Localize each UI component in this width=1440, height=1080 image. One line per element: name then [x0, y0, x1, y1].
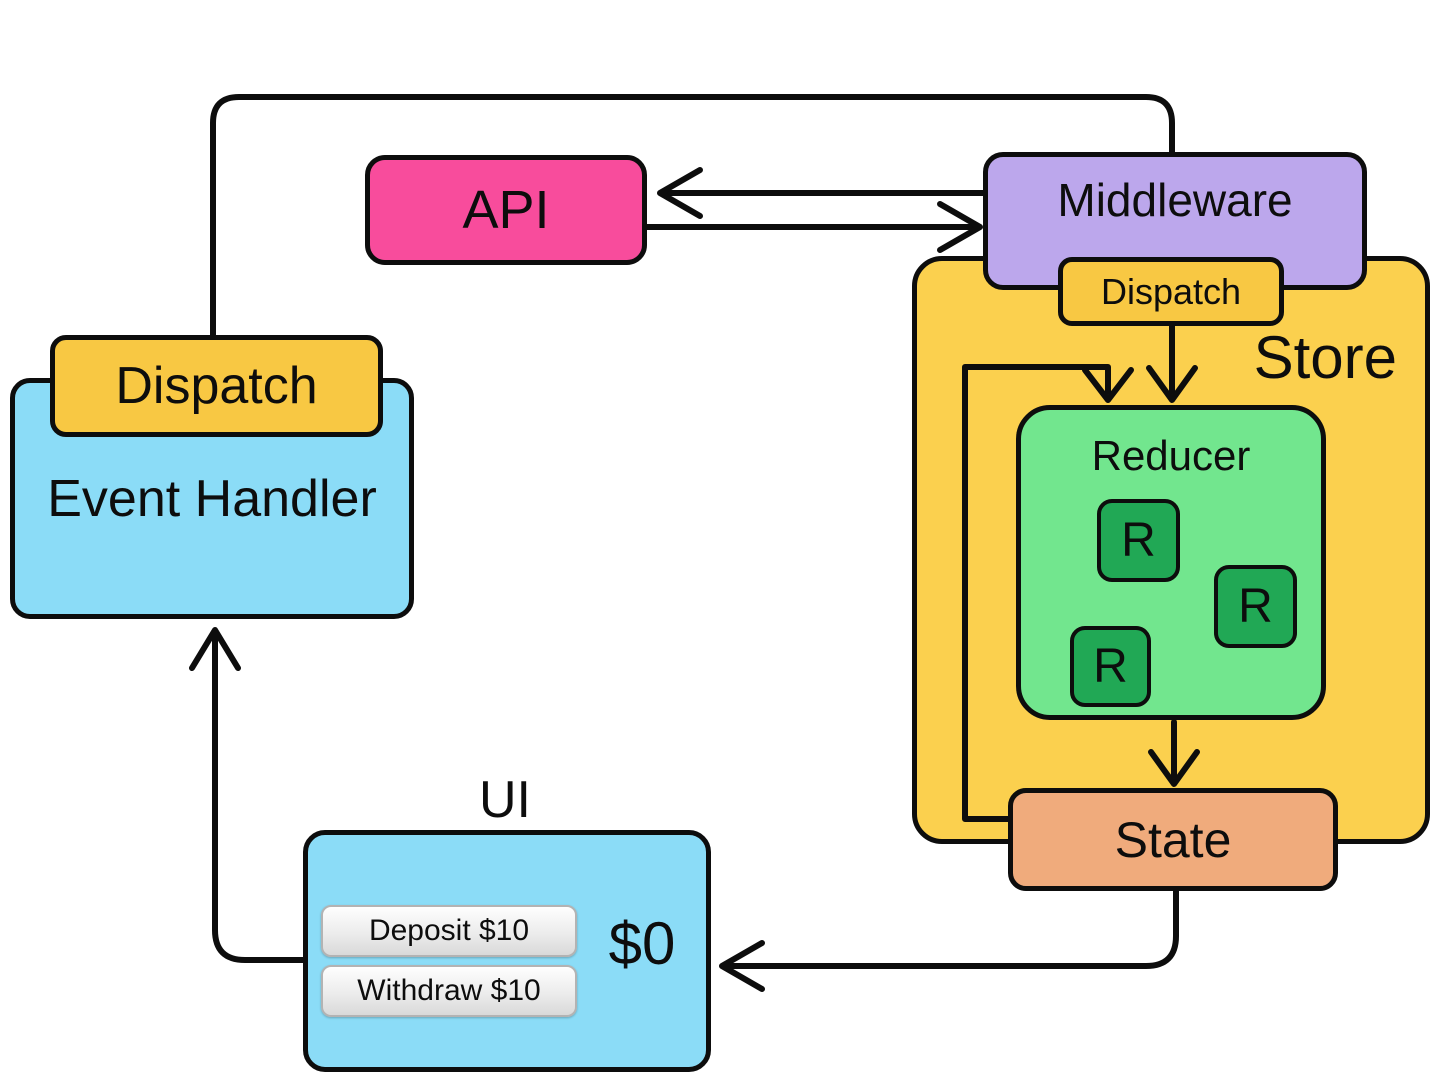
ui-node: Deposit $10 Withdraw $10 $0: [303, 830, 711, 1072]
event-handler-label: Event Handler: [47, 469, 377, 528]
arrowhead-into-ui: [719, 940, 765, 992]
arrowhead-into-state: [1148, 749, 1200, 787]
middleware-label: Middleware: [1057, 174, 1293, 226]
wire-dispatch-to-middleware: [210, 94, 1175, 345]
reducer-label: Reducer: [1091, 432, 1251, 479]
reducer-r-box-2: R: [1214, 565, 1297, 648]
deposit-button[interactable]: Deposit $10: [321, 905, 577, 957]
state-label: State: [1114, 811, 1232, 868]
dispatch-node-store: Dispatch: [1058, 257, 1284, 326]
reducer-r-label-3: R: [1093, 640, 1128, 693]
arrowhead-into-middleware: [937, 201, 983, 253]
arrowhead-into-api: [657, 167, 703, 219]
withdraw-button-label: Withdraw $10: [357, 974, 541, 1007]
state-node: State: [1008, 788, 1338, 891]
dispatch-node-event-handler: Dispatch: [50, 335, 383, 437]
arrowhead-loop-into-reducer: [1082, 367, 1134, 403]
reducer-r-label-1: R: [1121, 514, 1156, 567]
withdraw-button[interactable]: Withdraw $10: [321, 965, 577, 1017]
wire-ui-to-event-handler: [212, 633, 308, 963]
reducer-r-box-1: R: [1097, 499, 1180, 582]
reducer-node: Reducer R R R: [1016, 405, 1326, 720]
wire-state-to-ui: [723, 887, 1179, 969]
api-node: API: [365, 155, 647, 265]
arrowhead-dispatch-into-reducer: [1146, 365, 1198, 403]
balance-text: $0: [608, 910, 676, 977]
ui-title: UI: [479, 771, 531, 829]
dispatch-left-label: Dispatch: [115, 357, 318, 415]
dispatch-store-label: Dispatch: [1100, 270, 1242, 312]
arrowhead-into-event-handler: [189, 627, 241, 671]
reducer-r-box-3: R: [1070, 626, 1151, 707]
reducer-r-label-2: R: [1238, 580, 1273, 633]
deposit-button-label: Deposit $10: [368, 914, 530, 947]
store-label: Store: [1253, 324, 1397, 391]
wire-state-loop-to-reducer: [962, 364, 1111, 822]
api-label: API: [462, 180, 550, 240]
